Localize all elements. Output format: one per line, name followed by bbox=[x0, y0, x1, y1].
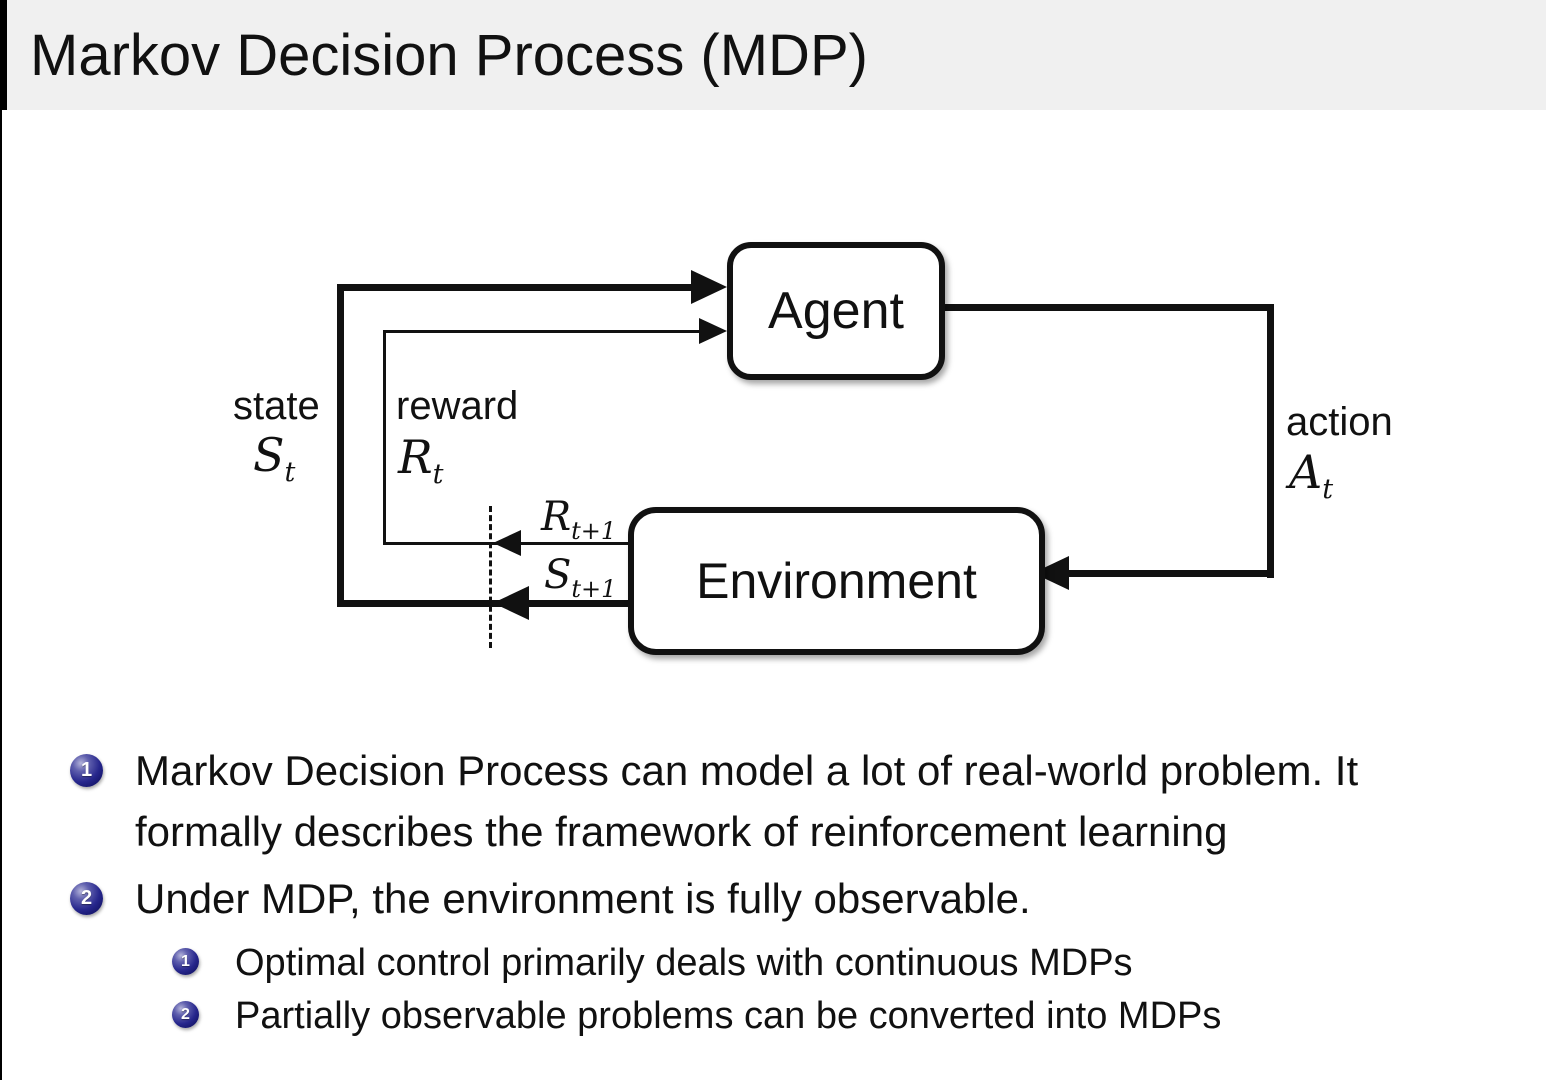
sub-bullet-number-badge-1: 1 bbox=[172, 948, 199, 975]
sub-bullet-number-badge-2: 2 bbox=[172, 1001, 199, 1028]
list-item-2: 2 Under MDP, the environment is fully ob… bbox=[70, 868, 1031, 929]
next-state-symbol: St+1 bbox=[544, 552, 617, 603]
agent-box: Agent bbox=[727, 242, 945, 380]
state-line-bottom bbox=[337, 600, 628, 607]
sub-list-item-2: 2 Partially observable problems can be c… bbox=[172, 989, 1221, 1043]
action-line-top bbox=[933, 304, 1274, 311]
title-bar: Markov Decision Process (MDP) bbox=[0, 0, 1546, 110]
sub-bullet-2-text: Partially observable problems can be con… bbox=[235, 995, 1222, 1037]
bullet-2-text: Under MDP, the environment is fully obse… bbox=[135, 875, 1031, 922]
environment-box: Environment bbox=[628, 507, 1045, 655]
page-title: Markov Decision Process (MDP) bbox=[30, 23, 868, 88]
reward-arrowhead-into-agent-icon bbox=[699, 318, 727, 344]
reward-line-vertical bbox=[383, 330, 386, 545]
reward-line-top bbox=[383, 330, 699, 333]
state-label: state bbox=[233, 384, 320, 428]
state-arrowhead-into-agent-icon bbox=[691, 270, 727, 304]
reward-label: reward bbox=[396, 384, 519, 428]
action-line-bottom bbox=[1068, 570, 1274, 577]
action-symbol: At bbox=[1289, 445, 1334, 506]
sub-list-item-1: 1 Optimal control primarily deals with c… bbox=[172, 936, 1133, 990]
action-line-vertical bbox=[1267, 304, 1274, 578]
bullet-number-badge-1: 1 bbox=[70, 754, 103, 787]
page-left-edge bbox=[0, 0, 2, 1080]
action-label: action bbox=[1286, 400, 1393, 444]
state-symbol: St bbox=[253, 428, 296, 489]
title-left-edge bbox=[0, 0, 7, 110]
next-reward-symbol: Rt+1 bbox=[541, 494, 617, 545]
timestep-dashed-line bbox=[489, 506, 492, 648]
sub-bullet-1-text: Optimal control primarily deals with con… bbox=[235, 942, 1133, 984]
next-state-arrowhead-icon bbox=[493, 586, 529, 620]
environment-label: Environment bbox=[696, 553, 977, 609]
state-line-vertical bbox=[337, 284, 344, 607]
bullet-number-badge-2: 2 bbox=[70, 882, 103, 915]
next-reward-arrowhead-icon bbox=[493, 530, 521, 556]
state-line-top bbox=[337, 284, 691, 291]
reward-symbol: Rt bbox=[398, 430, 444, 491]
list-item-1: 1 Markov Decision Process can model a lo… bbox=[70, 740, 1358, 862]
agent-label: Agent bbox=[768, 282, 904, 340]
bullet-1-text: Markov Decision Process can model a lot … bbox=[135, 747, 1359, 855]
